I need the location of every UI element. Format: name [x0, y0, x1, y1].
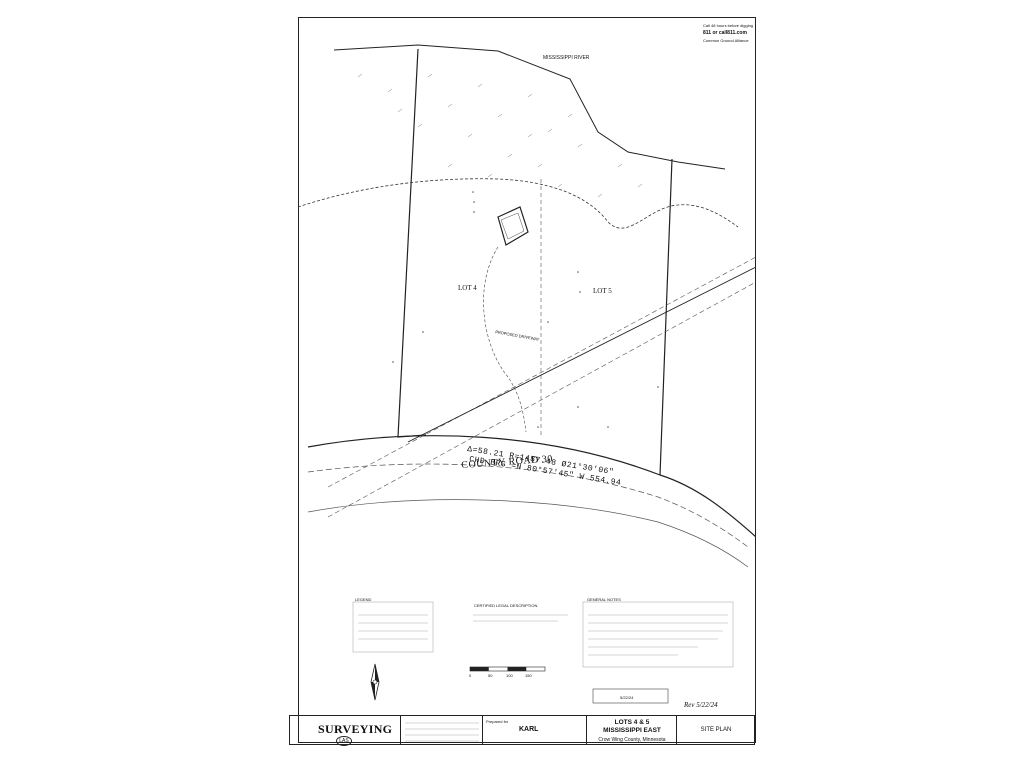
project-line2: MISSISSIPPI EAST [603, 727, 661, 734]
company-name: SURVEYING [318, 722, 393, 736]
title-block: SURVEYING Prepared for KARL LOTS 4 & 5 M… [289, 715, 755, 745]
company-badge: LAS [336, 736, 352, 746]
proposed-driveway [483, 246, 527, 433]
sheet-title-cell: SITE PLAN [677, 715, 755, 745]
lot-5-label: LOT 5 [593, 287, 612, 295]
call-before-line3: Common Ground Alliance [703, 38, 749, 43]
road-centerline [307, 463, 749, 548]
easement-line-2 [327, 281, 756, 518]
project-cell: LOTS 4 & 5 MISSISSIPPI EAST Crow Wing Co… [587, 715, 677, 745]
legend-box [352, 601, 434, 653]
general-notes-box [582, 601, 734, 668]
date-box [592, 688, 669, 704]
general-notes-title: GENERAL NOTES [587, 597, 621, 602]
call-before-line1: Call 48 hours before digging [703, 23, 754, 28]
wetland-hatching [357, 73, 643, 198]
proposed-house [497, 206, 529, 246]
easement-line-3 [407, 266, 756, 443]
prepared-for-label: Prepared for [486, 719, 509, 724]
scale-bar [469, 666, 546, 672]
revision-table [405, 722, 479, 742]
client-cell: Prepared for KARL [483, 715, 587, 745]
scale-tick: 50 [488, 673, 493, 678]
project-line1: LOTS 4 & 5 [614, 719, 650, 726]
date-box-value: 5/22/24 [620, 695, 634, 700]
north-arrow-icon [370, 663, 380, 701]
sheet-title: SITE PLAN [700, 727, 732, 733]
river-edge [333, 44, 726, 170]
easement-line-1 [327, 256, 756, 488]
scale-tick: 0 [469, 673, 472, 678]
road-row-north [307, 435, 756, 538]
river-label: MISSISSIPPI RIVER [543, 55, 590, 61]
call-before-line2: 811 or call811.com [703, 30, 747, 36]
lot-4-boundary [397, 48, 427, 438]
scale-tick: 150 [525, 673, 532, 678]
elevation-points [392, 191, 659, 428]
road-row-south [307, 499, 749, 568]
legal-description-title: CERTIFIED LEGAL DESCRIPTION [474, 603, 538, 608]
client-name: KARL [519, 726, 539, 733]
lot-4-label: LOT 4 [458, 284, 477, 292]
project-location: Crow Wing County, Minnesota [598, 737, 666, 743]
wetland-boundary [298, 178, 739, 229]
lot-line-east [659, 158, 673, 476]
scale-tick: 100 [506, 673, 513, 678]
legend-title: LEGEND [355, 597, 372, 602]
site-plan-drawing [298, 44, 756, 704]
revision-cell [401, 715, 483, 745]
handwritten-revision: Rev 5/22/24 [684, 701, 718, 709]
